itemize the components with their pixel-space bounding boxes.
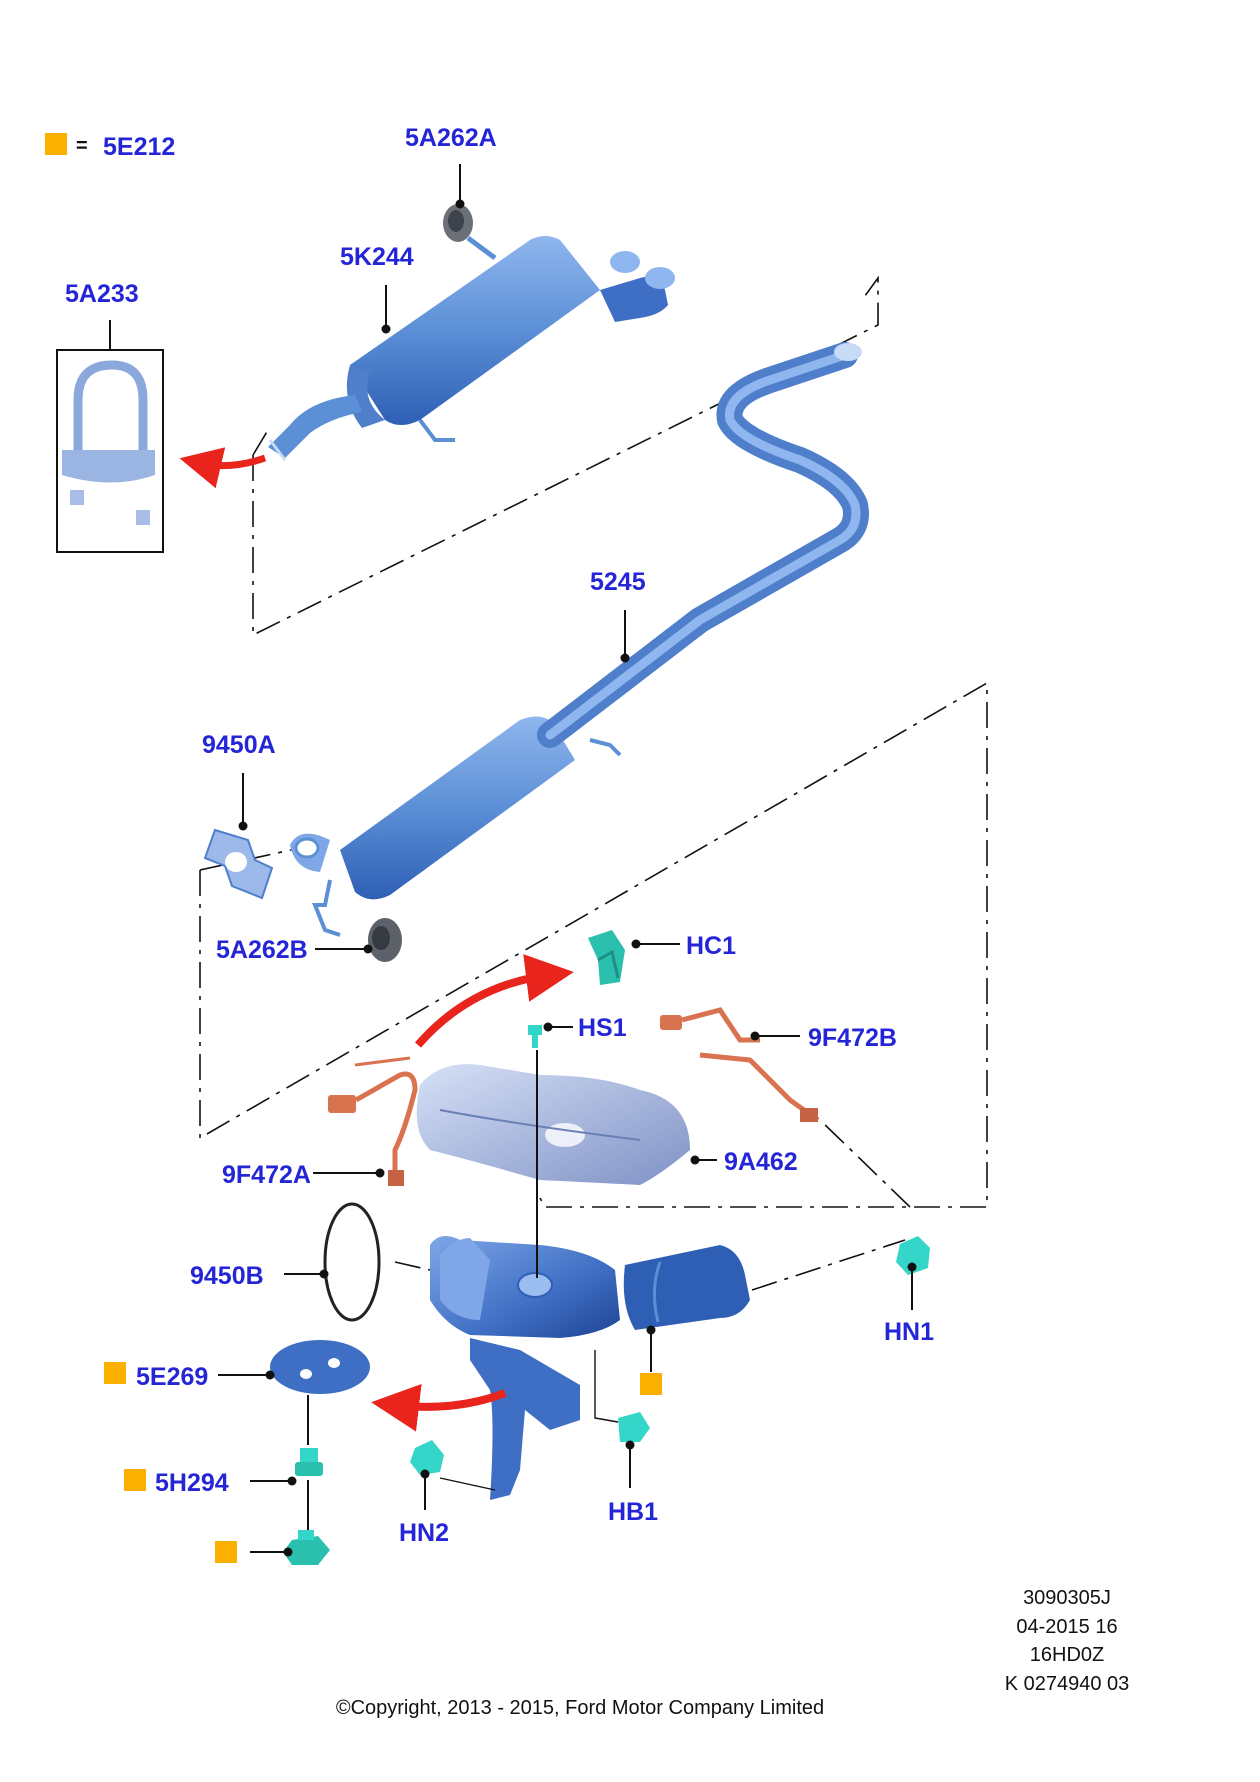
legend: = 5E212 (45, 133, 175, 161)
marker-square-5H294 (124, 1469, 146, 1491)
part-5K244-rear-muffler[interactable] (268, 236, 675, 461)
footer-line3: 16HD0Z (1030, 1644, 1104, 1666)
footer-copyright: ©Copyright, 2013 - 2015, Ford Motor Comp… (336, 1697, 824, 1719)
label-HN2: HN2 (399, 1519, 449, 1547)
marker-square-converter (640, 1373, 662, 1395)
part-9F472A-oxygen-sensor[interactable] (328, 1056, 418, 1186)
label-9F472B: 9F472B (808, 1024, 897, 1052)
footer-line1: 3090305J (1023, 1587, 1111, 1609)
label-5A233: 5A233 (65, 280, 139, 308)
part-labels: 5A262A 5K244 5A233 5245 9450A 5A262B HC1… (65, 124, 934, 1547)
label-HB1: HB1 (608, 1498, 658, 1526)
label-HN1: HN1 (884, 1318, 934, 1346)
part-HC1-clip[interactable] (588, 930, 625, 985)
label-5E269: 5E269 (136, 1363, 208, 1391)
marker-square-nut (215, 1541, 237, 1563)
part-5245-front-pipe[interactable] (290, 342, 869, 937)
leader-lines (109, 164, 917, 1557)
footer-line4: K 0274940 03 (1005, 1673, 1130, 1695)
marker-squares (104, 1362, 662, 1563)
part-HN1-nut[interactable] (896, 1236, 930, 1275)
label-5245: 5245 (590, 568, 646, 596)
label-9A462: 9A462 (724, 1148, 798, 1176)
legend-equals: = (76, 135, 88, 157)
label-HC1: HC1 (686, 932, 736, 960)
part-9A462-heat-shield[interactable] (416, 1064, 690, 1185)
label-9F472A: 9F472A (222, 1161, 311, 1189)
legend-marker-square (45, 133, 67, 155)
marker-square-5E269 (104, 1362, 126, 1384)
part-9450A-gasket[interactable] (203, 828, 274, 900)
part-5H294-stud[interactable] (295, 1448, 323, 1476)
part-HB1-bolt[interactable] (618, 1412, 650, 1442)
part-9450B-seal[interactable] (323, 1202, 381, 1322)
label-5K244: 5K244 (340, 243, 414, 271)
label-5H294: 5H294 (155, 1469, 229, 1497)
footer: 3090305J 04-2015 16 16HD0Z K 0274940 03 … (336, 1587, 1129, 1719)
direction-arrows (179, 447, 574, 1432)
part-9F472B-oxygen-sensor[interactable] (660, 1007, 820, 1123)
label-5A262B: 5A262B (216, 936, 308, 964)
part-5A262A-insulator[interactable] (443, 204, 497, 261)
part-HS1-stud[interactable] (528, 1025, 542, 1048)
footer-line2: 04-2015 16 (1016, 1616, 1117, 1638)
label-9450B: 9450B (190, 1262, 264, 1290)
legend-code: 5E212 (103, 133, 175, 161)
part-nut-bottom[interactable] (283, 1530, 330, 1565)
label-9450A: 9450A (202, 731, 276, 759)
label-5A262A: 5A262A (405, 124, 497, 152)
part-5E269-gasket[interactable] (270, 1340, 370, 1394)
part-5A233-clamp[interactable] (56, 349, 164, 553)
part-HN2-nut[interactable] (410, 1440, 444, 1475)
part-catalytic-converter[interactable] (430, 1236, 750, 1500)
part-5A262B-insulator[interactable] (368, 918, 402, 962)
label-HS1: HS1 (578, 1014, 627, 1042)
